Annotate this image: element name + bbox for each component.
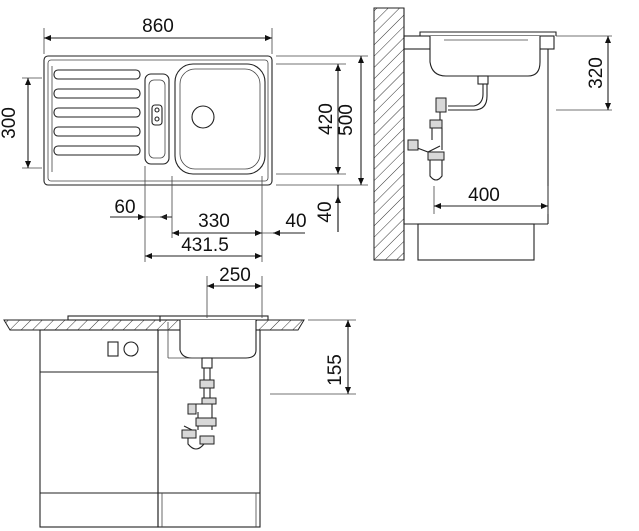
dim-500-label: 500: [336, 104, 357, 136]
trap-connector: [182, 430, 196, 438]
countertop-front: [4, 320, 304, 330]
sink-cabinet-front: [158, 330, 260, 527]
dim-250-label: 250: [219, 265, 251, 286]
dim-40-horizontal-label: 40: [285, 211, 306, 232]
dishwasher-knob: [124, 342, 138, 356]
dim-860-label: 860: [142, 16, 174, 37]
dim-300-label: 300: [0, 107, 20, 139]
bowl-profile-side: [430, 36, 540, 76]
dim-420-label: 420: [316, 103, 337, 135]
drain-hole: [192, 106, 214, 128]
dim-330-label: 330: [198, 211, 230, 232]
top-view: 860 300 420 500 40 60 330: [0, 16, 368, 262]
dim-40-vertical-label: 40: [315, 201, 336, 222]
dishwasher-front: [40, 330, 158, 527]
drainer-ribs: [52, 66, 140, 172]
bowl-outline: [175, 64, 265, 174]
dim-320-label: 320: [586, 57, 607, 89]
side-view: 320 400: [374, 8, 612, 260]
wall-hatched: [374, 8, 404, 260]
dim-400-label: 400: [468, 185, 500, 206]
plinth-side: [418, 224, 534, 260]
bowl-profile-front: [180, 320, 256, 358]
dishwasher-button: [108, 342, 118, 356]
front-view: 250 155: [4, 265, 356, 527]
siphon-connector: [408, 140, 418, 150]
dim-155-label: 155: [325, 354, 346, 386]
dim-60-label: 60: [114, 197, 135, 218]
dim-431-5-label: 431.5: [181, 235, 229, 256]
